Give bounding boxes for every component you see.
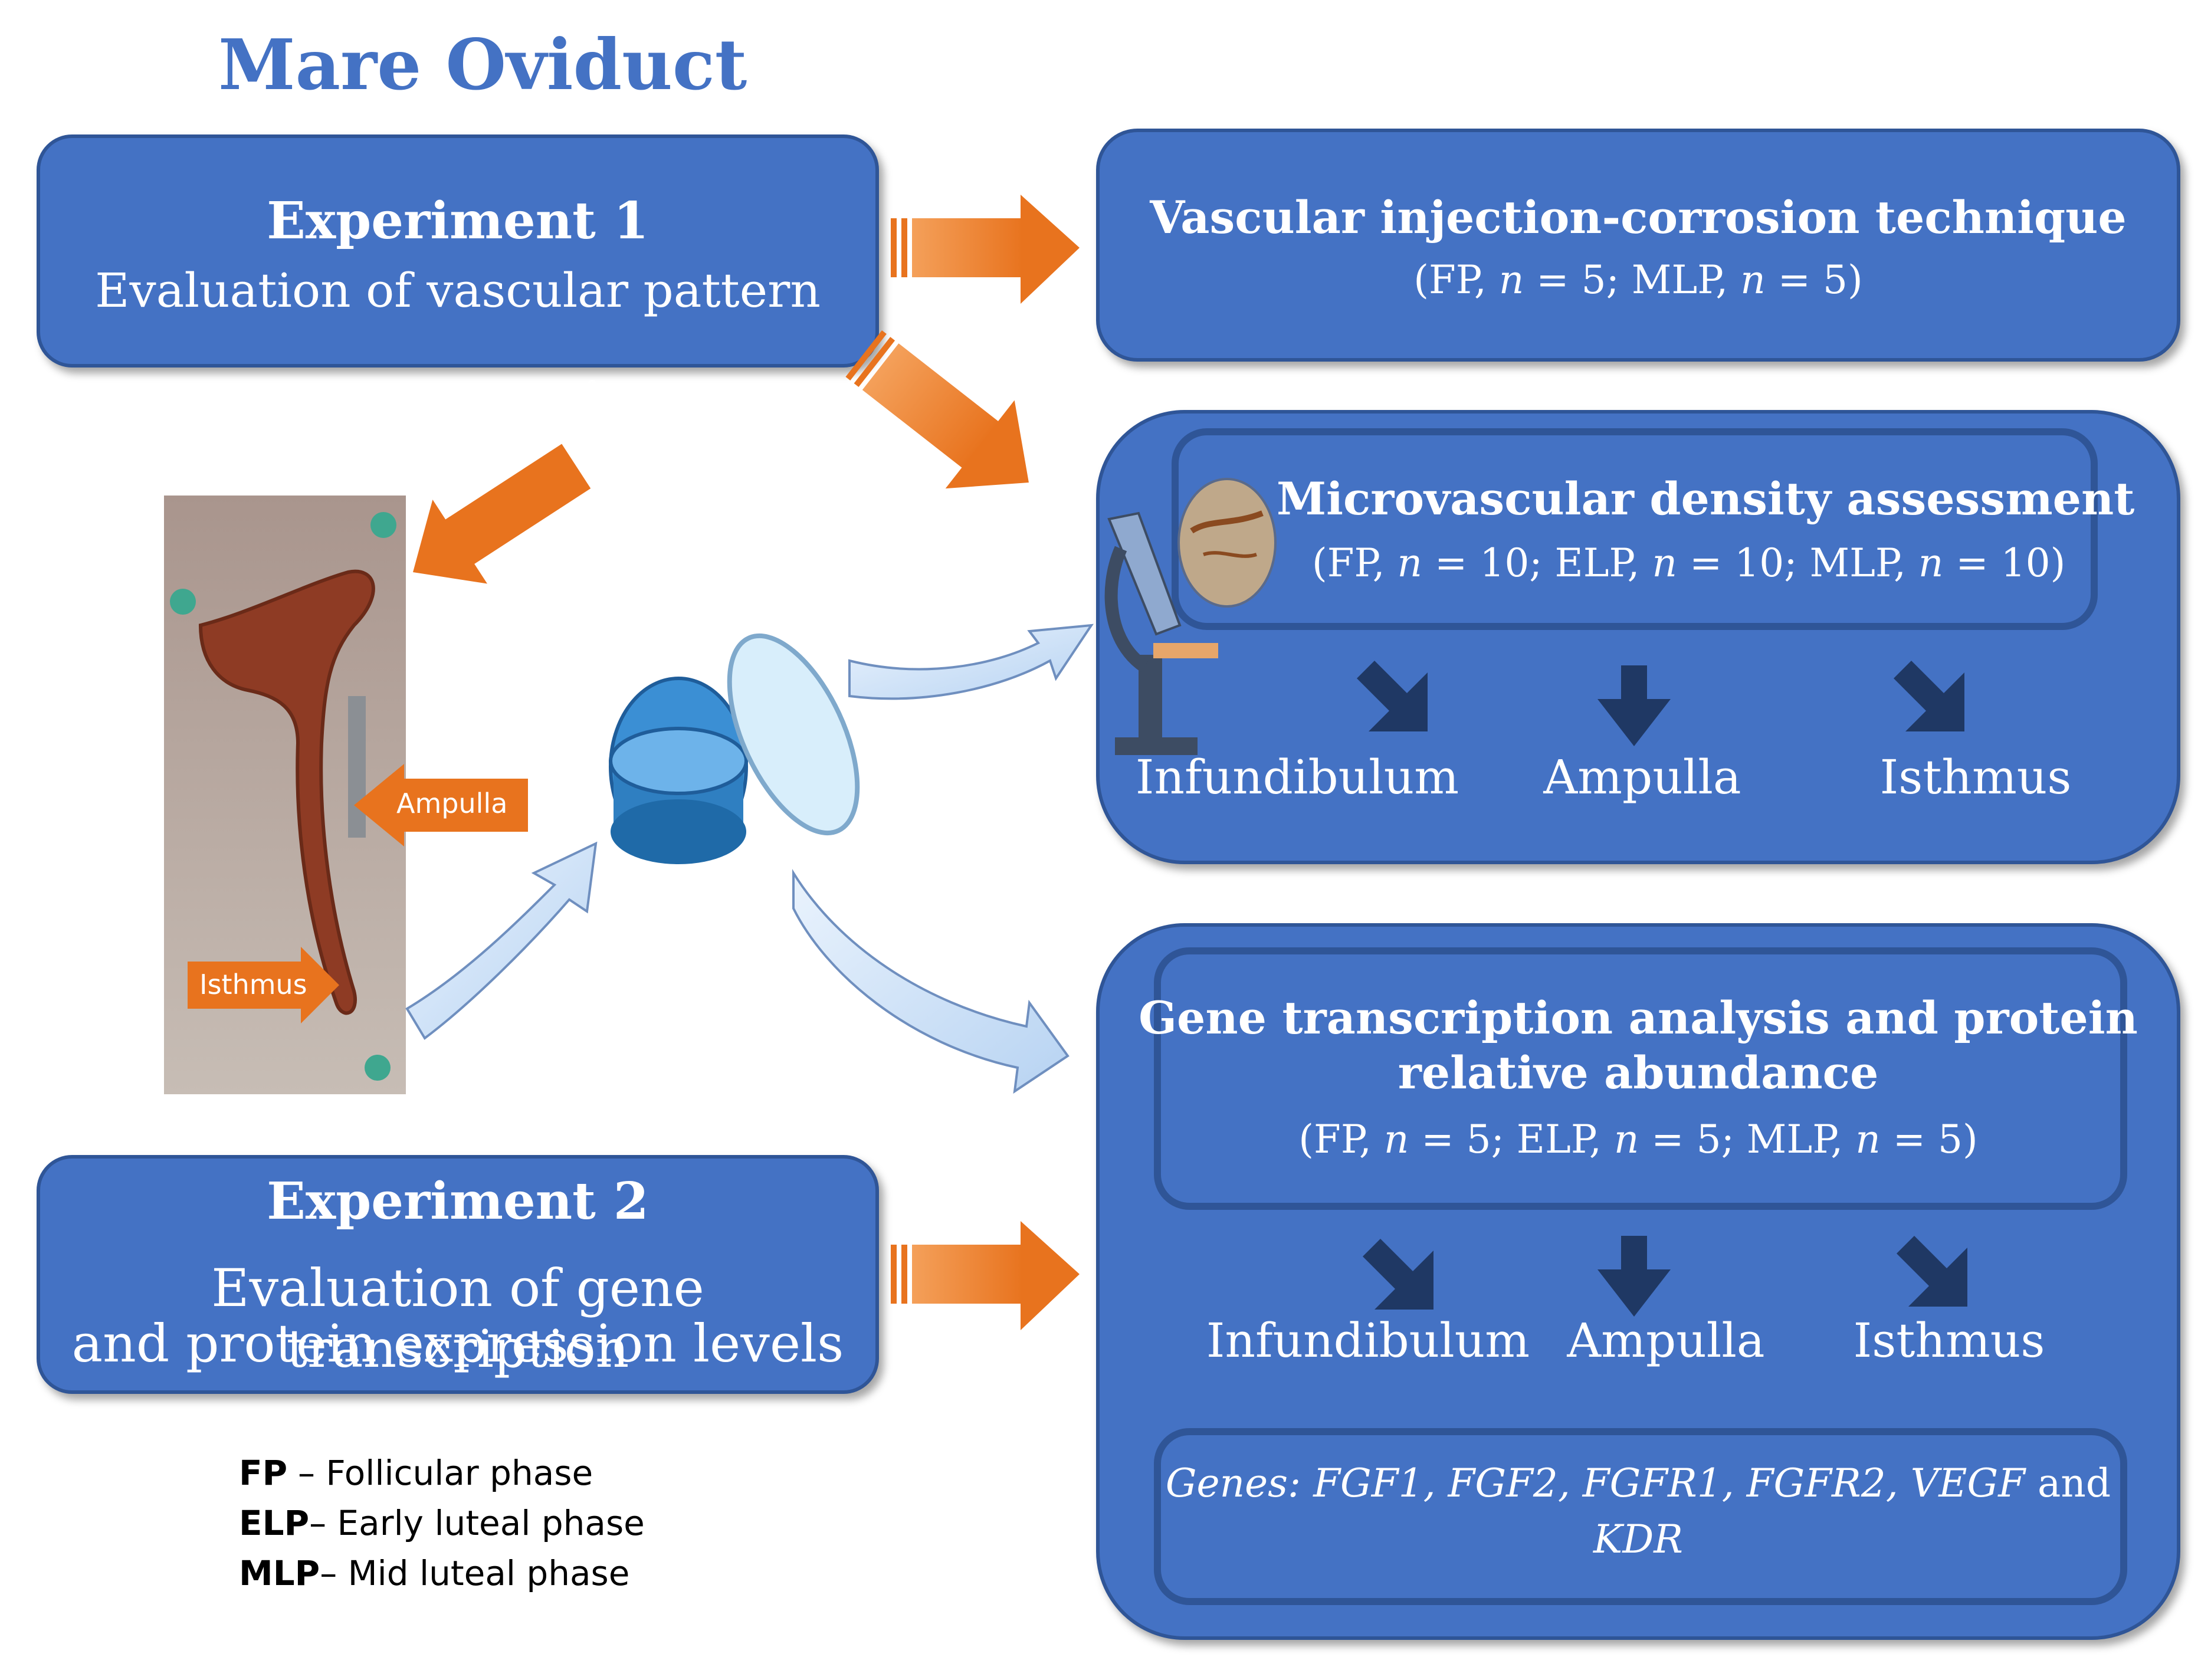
experiment-2-subtitle-line1: Evaluation of gene transcription xyxy=(211,1258,704,1379)
gene-down-arrow-isthmus xyxy=(1897,1236,1967,1307)
experiment-2-box: Experiment 2 Evaluation of gene transcri… xyxy=(37,1155,879,1394)
microvascular-heading: Microvascular density assessment xyxy=(1277,472,2135,525)
genes-line1: Genes: FGF1, FGF2, FGFR1, FGFR2, VEGF an… xyxy=(1100,1461,2177,1506)
genes-and: and xyxy=(2025,1461,2111,1506)
genes-list: FGF1, FGF2, FGFR1, FGFR2, VEGF xyxy=(1313,1461,2026,1506)
experiment-2-subtitle-line2: and protein expression levels xyxy=(71,1313,844,1374)
micro-region-ampulla: Ampulla xyxy=(1543,750,1741,805)
photo-arrow-infundibulum xyxy=(413,444,591,584)
micrograph-icon xyxy=(1177,478,1277,608)
micro-down-arrow-ampulla xyxy=(1597,665,1671,746)
micro-down-arrow-isthmus xyxy=(1894,661,1964,731)
orange-arrow-exp2-gene xyxy=(891,1221,1080,1330)
legend-item-mlp: MLP– Mid luteal phase xyxy=(239,1553,630,1593)
orange-arrow-exp1-micro xyxy=(845,330,1029,489)
micro-region-infundibulum: Infundibulum xyxy=(1135,750,1459,805)
experiment-1-box: Experiment 1 Evaluation of vascular patt… xyxy=(37,134,879,368)
gene-heading-line1: Gene transcription analysis and protein xyxy=(1139,992,2138,1044)
vascular-groups: (FP, n = 5; MLP, n = 5) xyxy=(1413,257,1863,303)
photo-arrow-ampulla xyxy=(354,764,528,846)
gene-region-ampulla: Ampulla xyxy=(1567,1313,1765,1368)
legend: FP– Follicular phase ELP– Early luteal p… xyxy=(239,1448,645,1599)
micro-down-arrow-infundibulum xyxy=(1357,661,1428,731)
page-title: Mare Oviduct xyxy=(218,24,747,106)
gene-inner-frame xyxy=(1154,947,2127,1210)
photo-arrow-isthmus xyxy=(188,947,339,1023)
genes-line2: KDR xyxy=(1100,1517,2177,1562)
experiment-1-heading: Experiment 1 xyxy=(267,191,649,251)
blue-arrow-dish-to-gene xyxy=(792,869,1070,1094)
gene-region-infundibulum: Infundibulum xyxy=(1206,1313,1530,1368)
micro-region-isthmus: Isthmus xyxy=(1879,750,2072,805)
vascular-injection-box: Vascular injection-corrosion technique (… xyxy=(1096,129,2180,362)
gene-groups: (FP, n = 5; ELP, n = 5; MLP, n = 5) xyxy=(1298,1117,1978,1162)
genes-prefix: Genes: xyxy=(1165,1461,1314,1506)
blue-arrow-dish-to-micro xyxy=(848,624,1094,700)
microvascular-groups: (FP, n = 10; ELP, n = 10; MLP, n = 10) xyxy=(1312,540,2066,586)
orange-arrow-exp1-vascular xyxy=(891,195,1080,304)
legend-item-fp: FP– Follicular phase xyxy=(239,1453,593,1493)
photo-label-isthmus: Isthmus xyxy=(199,969,307,1000)
gene-heading-line2: relative abundance xyxy=(1398,1046,1879,1099)
microvascular-box: Microvascular density assessment (FP, n … xyxy=(1096,410,2180,864)
gene-region-isthmus: Isthmus xyxy=(1853,1313,2045,1368)
genes-last: KDR xyxy=(1593,1517,1683,1562)
vascular-heading: Vascular injection-corrosion technique xyxy=(1150,191,2127,244)
blue-arrow-photo-to-dish xyxy=(405,841,598,1040)
experiment-1-subtitle: Evaluation of vascular pattern xyxy=(95,263,821,318)
microvascular-inner-frame xyxy=(1172,428,2098,630)
gene-down-arrow-infundibulum xyxy=(1363,1239,1433,1310)
photo-label-ampulla: Ampulla xyxy=(396,788,508,819)
experiment-2-heading: Experiment 2 xyxy=(267,1172,649,1231)
gene-down-arrow-ampulla xyxy=(1597,1236,1671,1317)
genes-frame xyxy=(1154,1428,2127,1605)
petri-dish xyxy=(609,633,860,864)
legend-item-elp: ELP– Early luteal phase xyxy=(239,1503,645,1543)
microscope-icon xyxy=(1104,511,1218,755)
